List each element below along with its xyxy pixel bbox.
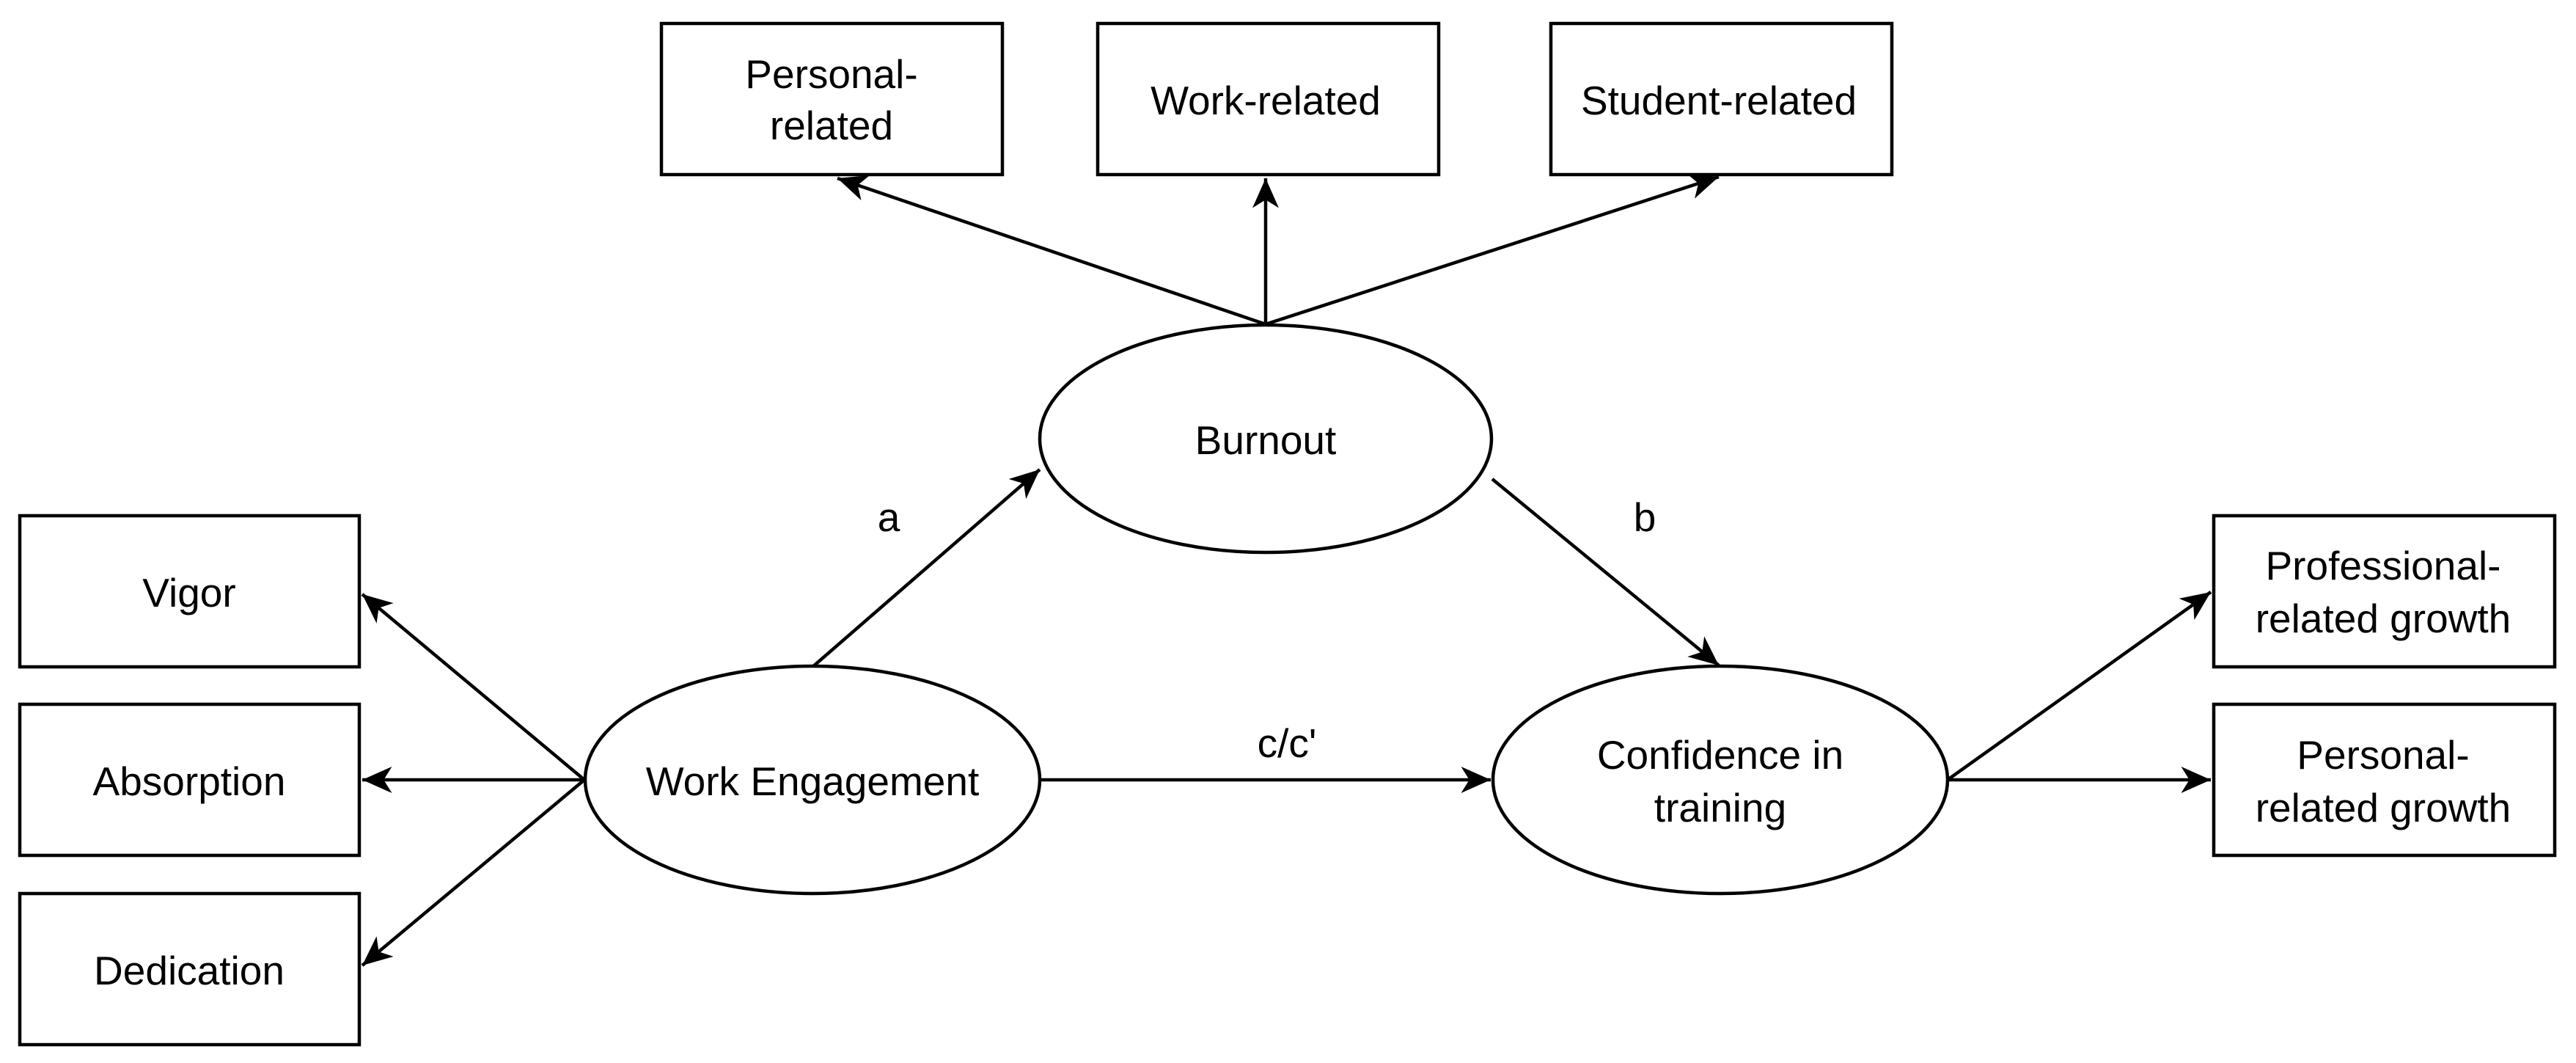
- node-personal-growth: Personal- related growth: [2212, 702, 2557, 858]
- node-student-related: Student-related: [1549, 21, 1894, 177]
- node-confidence-line2: training: [1654, 785, 1786, 830]
- node-confidence-line1: Confidence in: [1597, 732, 1843, 778]
- node-vigor: Vigor: [18, 514, 362, 669]
- node-work-engagement-line1: Work Engagement: [646, 759, 980, 804]
- node-student-related-line1: Student-related: [1581, 78, 1857, 123]
- node-absorption: Absorption: [18, 702, 362, 858]
- path-label-b: b: [1634, 494, 1656, 540]
- edge-engagement-to-burnout: [810, 468, 1041, 669]
- node-dedication-line1: Dedication: [94, 948, 285, 993]
- path-label-a: a: [878, 494, 900, 540]
- node-dedication: Dedication: [18, 891, 362, 1047]
- node-professional-growth-line1: Professional-: [2266, 543, 2501, 588]
- path-label-c: c/c': [1258, 720, 1317, 766]
- node-work-related: Work-related: [1096, 21, 1441, 177]
- node-personal-related-line1: Personal-: [745, 51, 917, 97]
- node-personal-growth-line1: Personal-: [2297, 732, 2469, 778]
- node-professional-growth-line2: related growth: [2256, 596, 2511, 641]
- node-personal-related-line2: related: [770, 103, 893, 148]
- edge-burnout-to-student-related: [1265, 173, 1720, 326]
- edge-burnout-to-confidence: [1491, 478, 1720, 667]
- edges: [361, 173, 2212, 967]
- node-vigor-line1: Vigor: [142, 570, 235, 615]
- node-personal-growth-line2: related growth: [2256, 785, 2511, 830]
- edge-engagement-to-dedication: [361, 778, 586, 967]
- node-burnout-line1: Burnout: [1195, 417, 1337, 463]
- edge-engagement-to-vigor: [361, 593, 586, 781]
- node-work-engagement: Work Engagement: [583, 664, 1042, 896]
- node-confidence-in-training: Confidence in training: [1491, 664, 1950, 896]
- node-absorption-line1: Absorption: [93, 759, 286, 804]
- node-burnout: Burnout: [1038, 323, 1494, 555]
- edge-burnout-to-personal-related: [837, 175, 1266, 326]
- edge-confidence-to-professional-growth: [1946, 591, 2212, 781]
- node-personal-related: Personal- related: [659, 21, 1005, 177]
- node-professional-growth: Professional- related growth: [2212, 514, 2557, 669]
- node-work-related-line1: Work-related: [1151, 78, 1381, 123]
